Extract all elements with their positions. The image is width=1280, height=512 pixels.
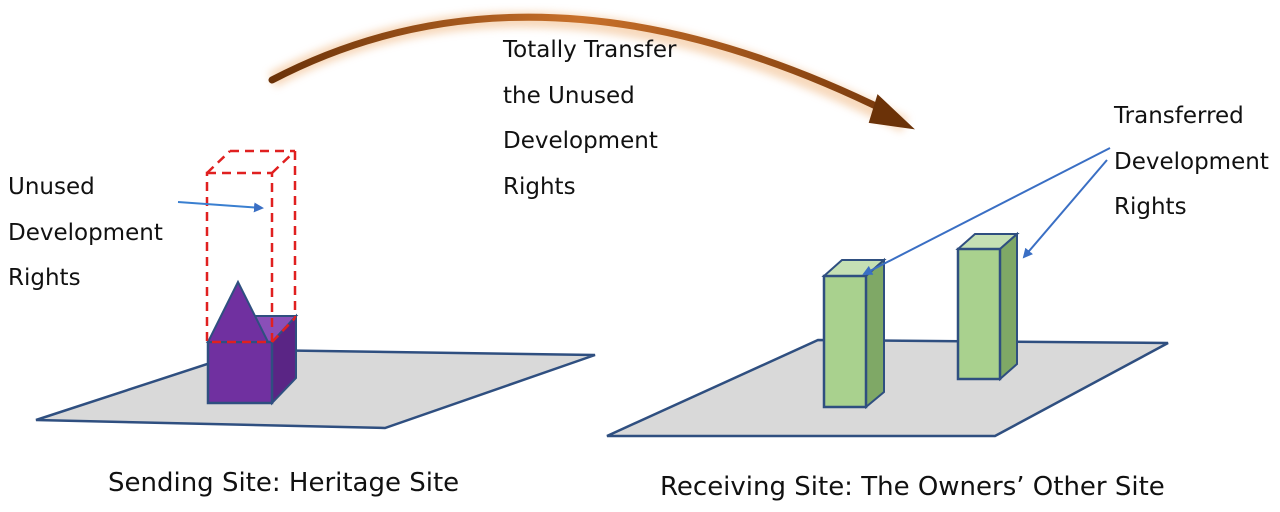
transfer-arc-arrowhead: [868, 94, 915, 130]
transferred-tower-right: [955, 231, 1020, 382]
transfer-label-line2: the Unused: [503, 82, 635, 109]
heritage-building-front: [206, 340, 274, 405]
receiving-site-caption: Receiving Site: The Owners’ Other Site: [660, 472, 1165, 502]
transferred-arrow-left: [862, 147, 1111, 275]
transferred-rights-label-line1: Transferred: [1114, 103, 1244, 129]
transferred-arrow-right: [1022, 159, 1108, 259]
transferred-rights-label-line2: Development: [1114, 148, 1269, 175]
receiving-ground-plane: [606, 338, 1169, 438]
unused-rights-label: Unused Development Rights: [8, 165, 163, 302]
transferred-rights-label-line3: Rights: [1114, 194, 1187, 220]
sending-site-caption: Sending Site: Heritage Site: [108, 468, 460, 498]
transfer-label-line3: Development: [503, 128, 658, 154]
unused-rights-label-line1: Unused: [8, 174, 95, 200]
unused-rights-label-line2: Development: [8, 219, 163, 246]
transfer-arc: [268, 13, 892, 116]
unused-rights-dashed-box: [205, 149, 297, 344]
sending-ground-plane: [35, 348, 596, 430]
transferred-tower-left: [821, 257, 887, 410]
transfer-label: Totally Transfer the Unused Development …: [503, 28, 677, 210]
unused-rights-label-line3: Rights: [8, 265, 81, 291]
transferred-rights-label: Transferred Development Rights: [1114, 94, 1269, 231]
unused-rights-arrow: [177, 201, 264, 213]
heritage-roof: [206, 279, 270, 343]
transfer-label-line4: Rights: [503, 173, 576, 200]
transfer-label-line1: Totally Transfer: [503, 37, 677, 63]
